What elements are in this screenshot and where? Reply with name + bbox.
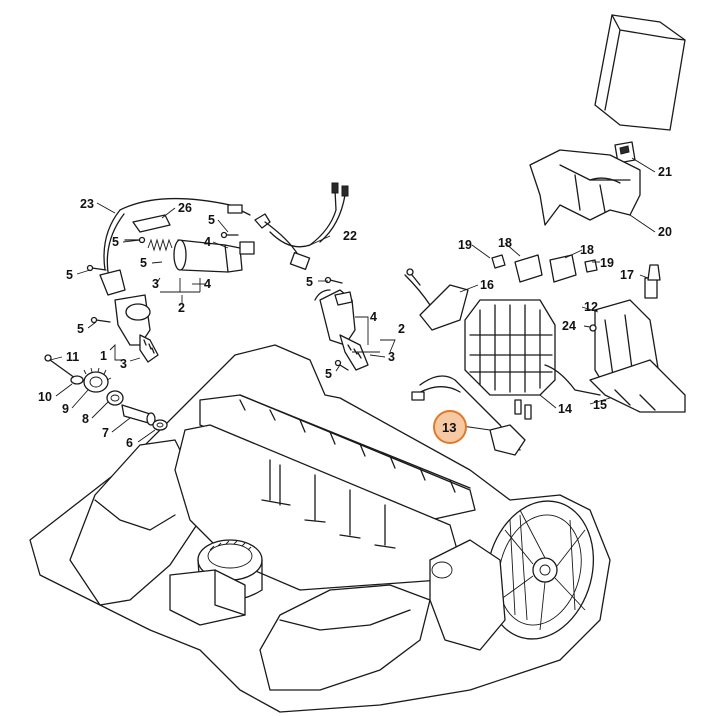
callout-1[interactable]: 1 <box>100 349 107 363</box>
callout-23[interactable]: 23 <box>80 197 94 211</box>
callout-12[interactable]: 12 <box>584 300 598 314</box>
highlight-marker <box>433 410 467 444</box>
callout-7[interactable]: 7 <box>102 426 109 440</box>
callout-18[interactable]: 18 <box>498 236 512 250</box>
callout-19[interactable]: 19 <box>600 256 614 270</box>
callout-13[interactable]: 13 <box>442 420 456 435</box>
callout-5[interactable]: 5 <box>66 268 73 282</box>
callout-16[interactable]: 16 <box>480 278 494 292</box>
callout-5[interactable]: 5 <box>306 275 313 289</box>
callout-20[interactable]: 20 <box>658 225 672 239</box>
callout-4[interactable]: 4 <box>370 310 377 324</box>
callout-21[interactable]: 21 <box>658 165 672 179</box>
callout-labels: 23 26 5 5 4 5 3 4 2 22 5 5 5 4 2 3 5 1 3… <box>38 165 672 450</box>
callout-5[interactable]: 5 <box>77 322 84 336</box>
callout-3[interactable]: 3 <box>152 277 159 291</box>
callout-3[interactable]: 3 <box>120 357 127 371</box>
callout-4[interactable]: 4 <box>204 277 211 291</box>
callout-11[interactable]: 11 <box>66 350 79 364</box>
right-electronics <box>404 14 686 456</box>
callout-9[interactable]: 9 <box>62 402 69 416</box>
callout-19[interactable]: 19 <box>458 238 472 252</box>
axle-parts <box>44 354 168 431</box>
callout-2[interactable]: 2 <box>178 301 185 315</box>
mower-housing <box>29 344 611 713</box>
callout-4[interactable]: 4 <box>204 235 211 249</box>
callout-5[interactable]: 5 <box>112 235 119 249</box>
callout-2[interactable]: 2 <box>398 322 405 336</box>
callout-17[interactable]: 17 <box>620 268 634 282</box>
left-motor-assembly <box>86 182 369 371</box>
callout-5[interactable]: 5 <box>208 213 215 227</box>
callout-10[interactable]: 10 <box>38 390 52 404</box>
callout-22[interactable]: 22 <box>343 229 357 243</box>
callout-15[interactable]: 15 <box>593 398 607 412</box>
callout-5[interactable]: 5 <box>140 256 147 270</box>
callout-3[interactable]: 3 <box>388 350 395 364</box>
callout-14[interactable]: 14 <box>558 402 572 416</box>
callout-24[interactable]: 24 <box>562 319 576 333</box>
highlighted-callout-13[interactable]: 13 <box>433 410 467 444</box>
callout-8[interactable]: 8 <box>82 412 89 426</box>
callout-5[interactable]: 5 <box>325 367 332 381</box>
leader-lines <box>49 157 656 443</box>
callout-18[interactable]: 18 <box>580 243 594 257</box>
callout-6[interactable]: 6 <box>126 436 133 450</box>
callout-26[interactable]: 26 <box>178 201 192 215</box>
